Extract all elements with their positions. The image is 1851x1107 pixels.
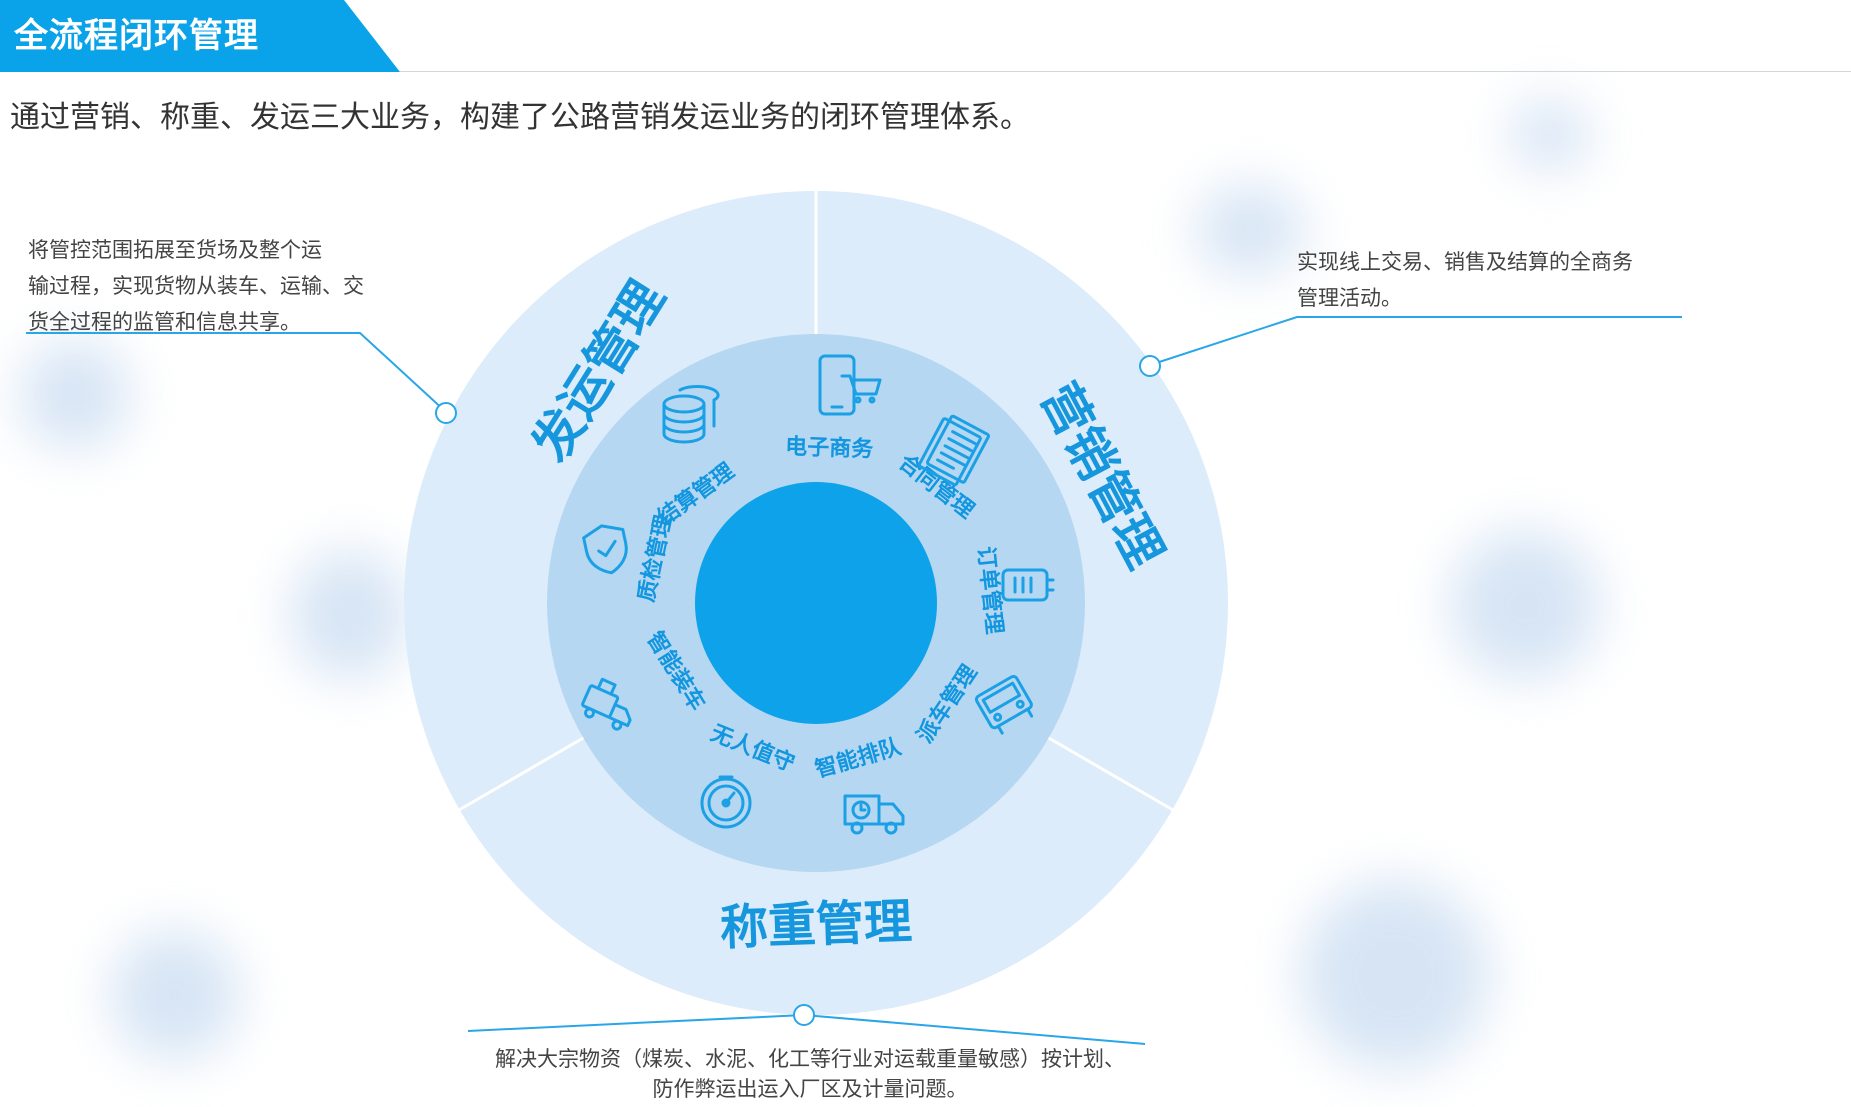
callout-line: 将管控范围拓展至货场及整个运 <box>28 238 322 262</box>
page-subtitle: 通过营销、称重、发运三大业务，构建了公路营销发运业务的闭环管理体系。 <box>10 100 1030 135</box>
bottom-connector <box>467 1004 1146 1045</box>
segment-ecommerce: 电子商务 <box>785 433 875 462</box>
weighing-label: 称重管理 <box>719 894 913 957</box>
callout-line: 防作弊运出运入厂区及计量问题。 <box>652 1077 968 1101</box>
header-tab <box>0 0 400 72</box>
callout-marketing: 实现线上交易、销售及结算的全商务 管理活动。 <box>1297 244 1697 316</box>
core-circle <box>695 482 937 724</box>
left-connector <box>26 332 457 424</box>
background-blob <box>20 340 130 450</box>
background-blob <box>290 550 410 680</box>
truck-front-icon <box>974 674 1034 735</box>
callout-line: 货全过程的监管和信息共享。 <box>28 310 301 334</box>
mobile-cart-icon <box>818 354 882 416</box>
forklift-truck-icon <box>581 677 632 731</box>
callout-line: 管理活动。 <box>1297 286 1402 310</box>
background-blob <box>1195 185 1305 275</box>
right-connector <box>1139 316 1682 377</box>
callout-weighing: 解决大宗物资（煤炭、水泥、化工等行业对运载重量敏感）按计划、 防作弊运出运入厂区… <box>470 1044 1150 1104</box>
page-title: 全流程闭环管理 <box>14 16 259 56</box>
document-icon <box>917 414 990 487</box>
callout-line: 输过程，实现货物从装车、运输、交 <box>28 274 364 298</box>
weighing-label-text: 称重管理 <box>719 894 913 957</box>
battery-list-icon <box>1001 568 1055 602</box>
callout-line: 实现线上交易、销售及结算的全商务 <box>1297 250 1633 274</box>
header-divider <box>400 71 1851 72</box>
ring-divider <box>458 735 586 812</box>
ring-divider <box>1046 735 1174 812</box>
gauge-icon <box>700 775 752 829</box>
callout-line: 解决大宗物资（煤炭、水泥、化工等行业对运载重量敏感）按计划、 <box>495 1047 1125 1071</box>
background-blob <box>110 930 240 1060</box>
callout-dispatch: 将管控范围拓展至货场及整个运 输过程，实现货物从装车、运输、交 货全过程的监管和… <box>28 232 388 340</box>
shield-check-icon <box>582 524 628 575</box>
coin-stack-icon <box>662 385 720 444</box>
delivery-truck-icon <box>843 794 905 835</box>
background-blob <box>1510 100 1590 170</box>
background-blob <box>1300 880 1490 1070</box>
background-blob <box>1450 530 1600 680</box>
